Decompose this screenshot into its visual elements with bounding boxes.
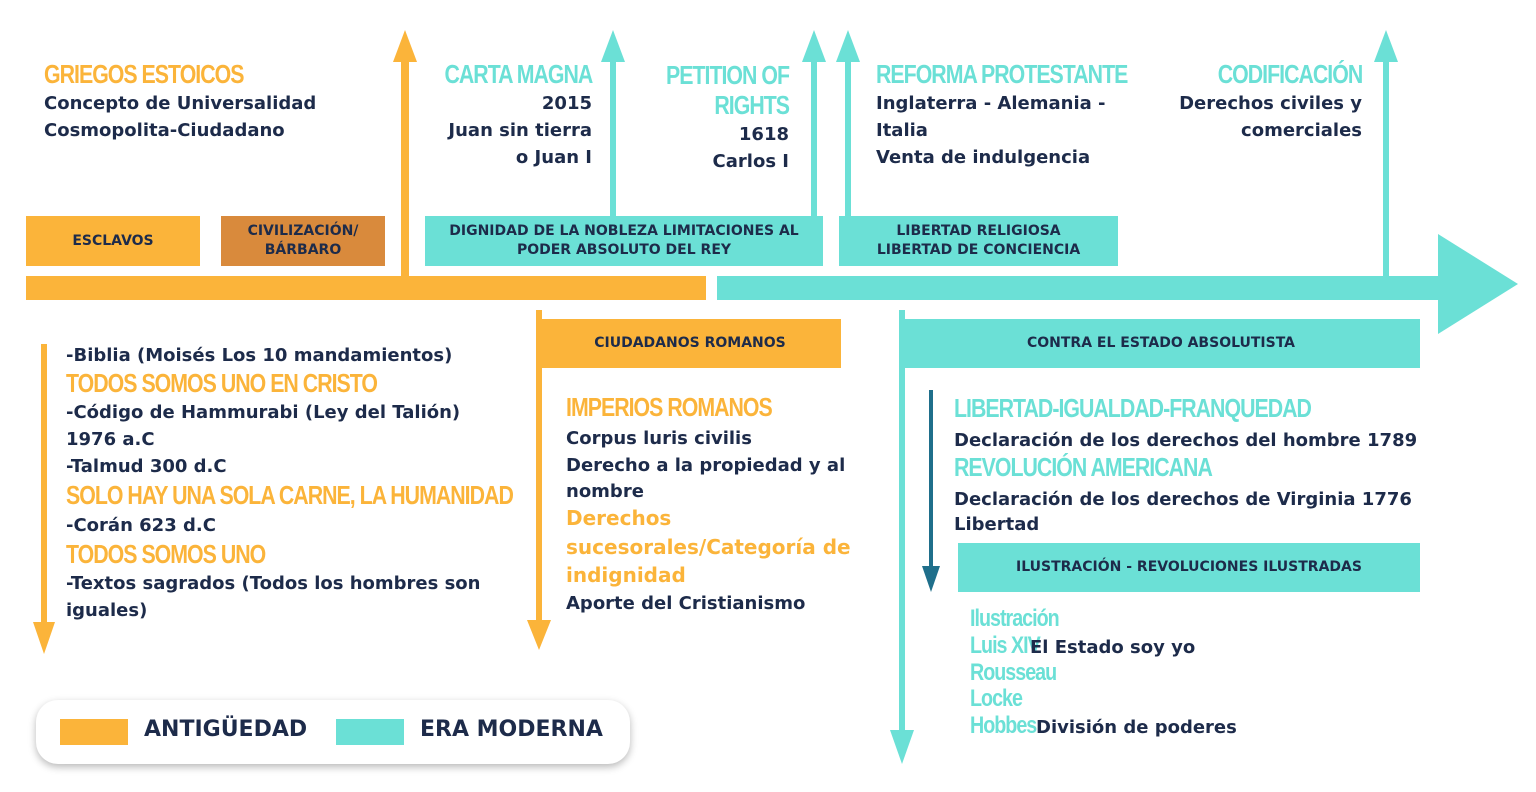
petition-title: PETITION OF RIGHTS [665, 60, 790, 120]
roman-orange-line: indignidad [566, 563, 686, 587]
left-heading: SOLO HAY UNA SOLA CARNE, LA HUMANIDAD [66, 480, 514, 510]
roman-line: Corpus luris civilis [566, 428, 752, 449]
ilustracion-item: Ilustración [970, 605, 1060, 632]
left-line: -Biblia (Moisés Los 10 mandamientos) [66, 345, 453, 366]
down-arrow-dark-shaft [929, 390, 933, 570]
codificacion-title: CODIFICACIÓN [1217, 59, 1363, 89]
ciudadanos-box: CIUDADANOS ROMANOS [539, 319, 841, 368]
left-line: -Textos sagrados (Todos los hombres son [66, 573, 481, 594]
modern-heading: LIBERTAD-IGUALDAD-FRANQUEDAD [954, 393, 1312, 423]
libertad-line: LIBERTAD RELIGIOSA [896, 223, 1061, 239]
griegos-text: Concepto de Universalidad Cosmopolita-Ci… [44, 90, 316, 144]
down-arrow-left-shaft [41, 344, 47, 626]
civilizacion-box: CIVILIZACIÓN/ BÁRBARO [221, 216, 385, 266]
up-arrow-reforma-shaft [845, 58, 851, 218]
ilustracion-item-desc: El Estado soy yo [1030, 637, 1196, 658]
modern-line: Declaración de los derechos de Virginia … [954, 489, 1412, 510]
ilustracion-item-row: Hobbes División de poderes [970, 712, 1237, 740]
up-arrow-codificacion-shaft [1383, 58, 1389, 280]
left-heading: TODOS SOMOS UNO EN CRISTO [66, 368, 378, 398]
codificacion-line: Derechos civiles y [1179, 93, 1362, 114]
civilizacion-line: BÁRBARO [264, 242, 342, 258]
down-arrow-modern-shaft [899, 310, 905, 734]
griegos-line: Concepto de Universalidad [44, 93, 317, 114]
up-arrow-carta-head [601, 30, 625, 62]
legend-swatch-moderna [336, 719, 404, 745]
reforma-line: Italia [876, 120, 928, 141]
down-arrow-roman-head [527, 620, 551, 650]
up-arrow-griegos-head [393, 30, 417, 62]
roman-title: IMPERIOS ROMANOS [566, 392, 773, 422]
timeline-bar-antiguedad [26, 276, 706, 300]
left-line: -Código de Hammurabi (Ley del Talión) [66, 402, 461, 423]
petition-title-line: RIGHTS [714, 90, 790, 120]
petition-line: 1618 [738, 124, 789, 145]
legend-label-antiguedad: ANTIGÜEDAD [144, 717, 308, 742]
reforma-title: REFORMA PROTESTANTE [876, 59, 1128, 89]
petition-title-line: PETITION OF [665, 60, 790, 90]
roman-line: Aporte del Cristianismo [566, 593, 806, 614]
up-arrow-petition-shaft [811, 58, 817, 218]
carta-line: o Juan I [515, 147, 592, 168]
left-line: iguales) [66, 600, 148, 621]
roman-orange-line: sucesorales/Categoría de [566, 535, 851, 559]
codificacion-text: Derechos civiles y comerciales [1179, 90, 1362, 144]
ilustracion-item: Hobbes [970, 712, 1037, 739]
contra-box: CONTRA EL ESTADO ABSOLUTISTA [902, 319, 1420, 368]
modern-line: Libertad [954, 514, 1040, 535]
down-arrow-roman-shaft [536, 310, 542, 626]
modern-heading: REVOLUCIÓN AMERICANA [954, 452, 1213, 482]
libertad-box: LIBERTAD RELIGIOSA LIBERTAD DE CONCIENCI… [839, 216, 1118, 266]
dignidad-line: PODER ABSOLUTO DEL REY [516, 242, 732, 258]
griegos-title: GRIEGOS ESTOICOS [44, 59, 244, 89]
ilustracion-item: Rousseau [970, 659, 1057, 686]
left-line: -Talmud 300 d.C [66, 456, 227, 477]
griegos-line: Cosmopolita-Ciudadano [44, 120, 285, 141]
reforma-text: Inglaterra - Alemania - Italia Venta de … [876, 90, 1106, 171]
legend-label-moderna: ERA MODERNA [420, 717, 603, 742]
carta-line: 2015 [541, 93, 592, 114]
dignidad-box: DIGNIDAD DE LA NOBLEZA LIMITACIONES AL P… [425, 216, 823, 266]
dignidad-line: DIGNIDAD DE LA NOBLEZA LIMITACIONES AL [449, 223, 799, 239]
petition-line: Carlos I [712, 151, 789, 172]
left-heading: TODOS SOMOS UNO [66, 539, 266, 569]
ilustracion-item: Luis XIV [970, 632, 1041, 659]
carta-title: CARTA MAGNA [444, 59, 593, 89]
up-arrow-codificacion-head [1374, 30, 1398, 62]
ilustracion-item-desc: División de poderes [1036, 717, 1237, 738]
down-arrow-dark-head [922, 566, 940, 592]
up-arrow-reforma-head [836, 30, 860, 62]
civilizacion-line: CIVILIZACIÓN/ [247, 223, 359, 239]
timeline-arrow-head [1438, 234, 1518, 334]
legend-swatch-antiguedad [60, 719, 128, 745]
carta-text: 2015 Juan sin tierra o Juan I [448, 90, 592, 171]
roman-orange-line: Derechos [566, 506, 672, 530]
petition-text: 1618 Carlos I [713, 121, 789, 175]
roman-line: Derecho a la propiedad y al [566, 455, 846, 476]
left-line: 1976 a.C [66, 429, 155, 450]
esclavos-box: ESCLAVOS [26, 216, 200, 266]
codificacion-line: comerciales [1241, 120, 1362, 141]
legend: ANTIGÜEDAD ERA MODERNA [36, 700, 630, 764]
up-arrow-petition-head [802, 30, 826, 62]
reforma-line: Inglaterra - Alemania - [876, 93, 1106, 114]
ilustracion-box: ILUSTRACIÓN - REVOLUCIONES ILUSTRADAS [958, 543, 1420, 592]
up-arrow-carta-shaft [610, 58, 616, 218]
left-line: -Corán 623 d.C [66, 515, 216, 536]
roman-line: nombre [566, 481, 644, 502]
ilustracion-item-row: Luis XIV El Estado soy yo [970, 632, 1195, 660]
libertad-line: LIBERTAD DE CONCIENCIA [876, 242, 1081, 258]
ilustracion-item: Locke [970, 685, 1023, 712]
up-arrow-griegos-shaft [401, 58, 409, 284]
reforma-line: Venta de indulgencia [876, 147, 1091, 168]
down-arrow-modern-head [890, 730, 914, 764]
modern-line: Declaración de los derechos del hombre 1… [954, 430, 1418, 451]
carta-line: Juan sin tierra [448, 120, 592, 141]
down-arrow-left-head [33, 622, 55, 654]
timeline-bar-moderna [717, 276, 1447, 300]
